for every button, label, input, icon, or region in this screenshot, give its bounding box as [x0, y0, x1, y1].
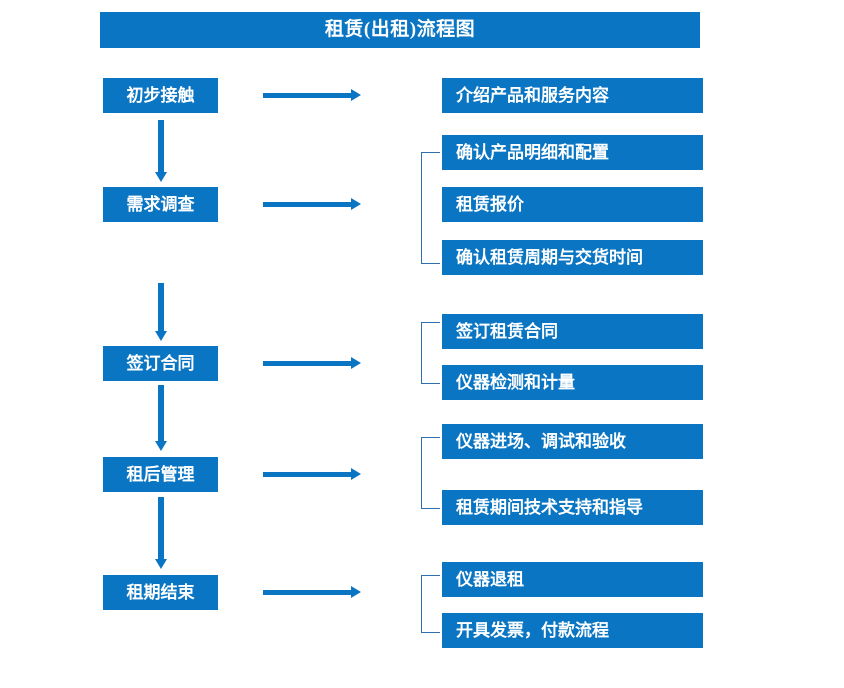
arrow-stem	[263, 202, 353, 207]
arrow-head	[155, 559, 167, 569]
group-bracket-icon	[421, 152, 440, 264]
right-arrow-icon	[263, 198, 361, 210]
down-arrow-icon	[155, 497, 167, 569]
detail-node-introduce-products-services[interactable]: 介绍产品和服务内容	[442, 78, 703, 113]
down-arrow-icon	[155, 283, 167, 341]
arrow-stem	[158, 120, 164, 173]
group-bracket-icon	[421, 322, 440, 384]
right-arrow-icon	[263, 357, 361, 369]
detail-node-sign-rental-contract[interactable]: 签订租赁合同	[442, 314, 703, 349]
arrow-head	[351, 198, 361, 210]
group-bracket-icon	[421, 575, 440, 633]
stage-node-sign-contract[interactable]: 签订合同	[103, 346, 218, 381]
arrow-head	[155, 441, 167, 451]
detail-node-instrument-return[interactable]: 仪器退租	[442, 562, 703, 597]
arrow-head	[351, 468, 361, 480]
stage-node-requirement-survey[interactable]: 需求调查	[103, 187, 218, 222]
stage-node-rental-end[interactable]: 租期结束	[103, 575, 218, 610]
detail-node-confirm-rental-period-delivery[interactable]: 确认租赁周期与交货时间	[442, 240, 703, 275]
arrow-head	[351, 357, 361, 369]
stage-node-post-rental-management[interactable]: 租后管理	[103, 457, 218, 492]
arrow-stem	[158, 385, 164, 442]
arrow-stem	[263, 590, 353, 595]
right-arrow-icon	[263, 468, 361, 480]
down-arrow-icon	[155, 120, 167, 182]
detail-node-invoice-payment-process[interactable]: 开具发票，付款流程	[442, 613, 703, 648]
down-arrow-icon	[155, 385, 167, 451]
detail-node-technical-support-during-rental[interactable]: 租赁期间技术支持和指导	[442, 490, 703, 525]
arrow-head	[155, 172, 167, 182]
arrow-stem	[158, 497, 164, 560]
stage-node-initial-contact[interactable]: 初步接触	[103, 78, 218, 113]
detail-node-instrument-testing-metering[interactable]: 仪器检测和计量	[442, 365, 703, 400]
arrow-stem	[158, 283, 164, 332]
arrow-stem	[263, 472, 353, 477]
arrow-head	[351, 586, 361, 598]
detail-node-instrument-entry-commissioning-acceptance[interactable]: 仪器进场、调试和验收	[442, 424, 703, 459]
detail-node-confirm-product-details[interactable]: 确认产品明细和配置	[442, 135, 703, 170]
page-title: 租赁(出租)流程图	[100, 12, 700, 48]
detail-node-rental-quotation[interactable]: 租赁报价	[442, 187, 703, 222]
right-arrow-icon	[263, 89, 361, 101]
group-bracket-icon	[421, 437, 440, 509]
arrow-stem	[263, 93, 353, 98]
arrow-head	[155, 331, 167, 341]
right-arrow-icon	[263, 586, 361, 598]
arrow-stem	[263, 361, 353, 366]
arrow-head	[351, 89, 361, 101]
